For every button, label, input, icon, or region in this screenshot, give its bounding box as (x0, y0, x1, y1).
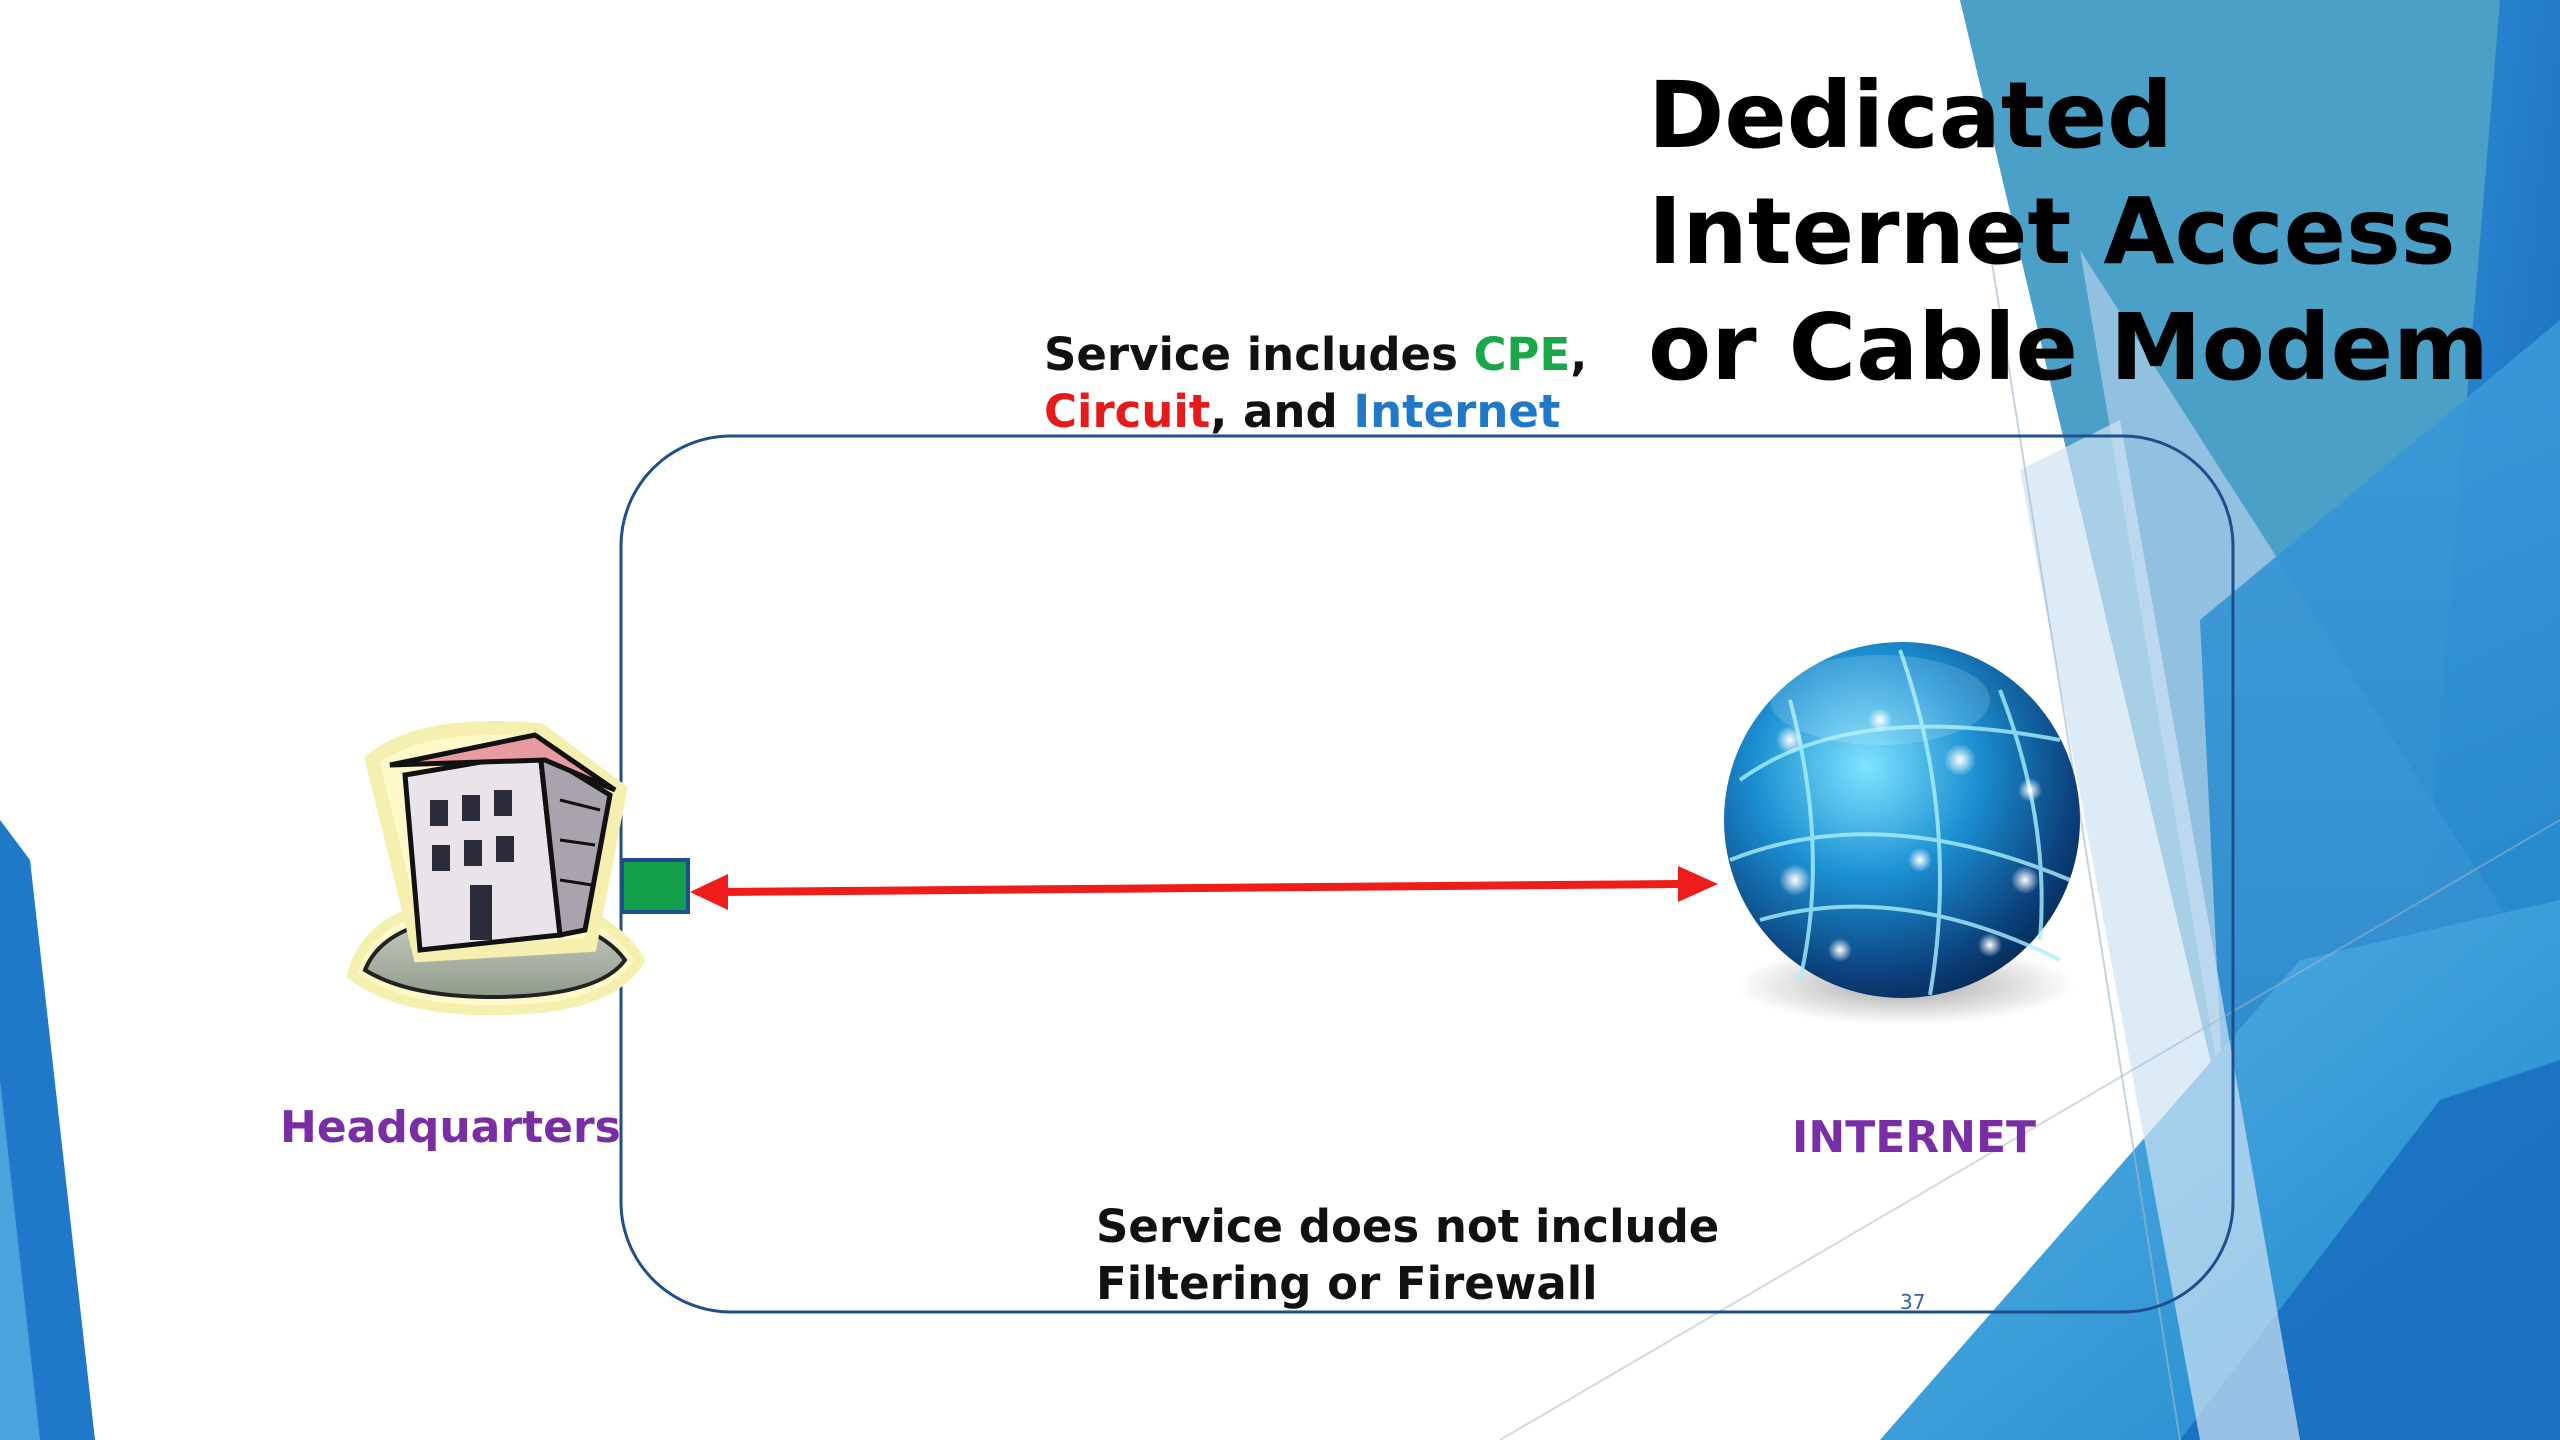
service-includes-note: Service includes CPE, Circuit, and Inter… (1044, 326, 1587, 440)
globe-icon (1724, 642, 2080, 1025)
service-excludes-line-1: Service does not include (1096, 1200, 1720, 1253)
page-number: 37 (1900, 1290, 1926, 1314)
service-excludes-note: Service does not include Filtering or Fi… (1096, 1198, 1719, 1312)
slide-title: Dedicated Internet Access or Cable Modem (1648, 58, 2489, 406)
service-excludes-line-2: Filtering or Firewall (1096, 1257, 1598, 1310)
bg-thin-line-1 (1989, 249, 2181, 1440)
double-arrow-icon (690, 866, 1718, 910)
comma: , (1570, 328, 1588, 381)
cpe-term: CPE (1473, 328, 1571, 381)
building-icon (346, 721, 646, 1016)
internet-term: Internet (1353, 385, 1561, 438)
bg-shape-pale-sliver (2020, 420, 2300, 1440)
service-includes-line-1: Service includes CPE, (1044, 326, 1587, 383)
cpe-device-icon (620, 858, 690, 914)
and-text: , and (1210, 385, 1354, 438)
bg-thin-line-2 (1499, 819, 2560, 1440)
title-line-2: Internet Access (1648, 178, 2456, 285)
circuit-term: Circuit (1044, 385, 1211, 438)
bg-shape-left-blue (0, 820, 95, 1440)
headquarters-label: Headquarters (280, 1102, 621, 1153)
title-line-3: or Cable Modem (1648, 294, 2489, 401)
service-includes-line-2: Circuit, and Internet (1044, 383, 1587, 440)
title-line-1: Dedicated (1648, 62, 2174, 169)
service-includes-prefix: Service includes (1044, 328, 1474, 381)
internet-label: INTERNET (1792, 1112, 2037, 1163)
bg-shape-left-light (0, 1080, 40, 1440)
